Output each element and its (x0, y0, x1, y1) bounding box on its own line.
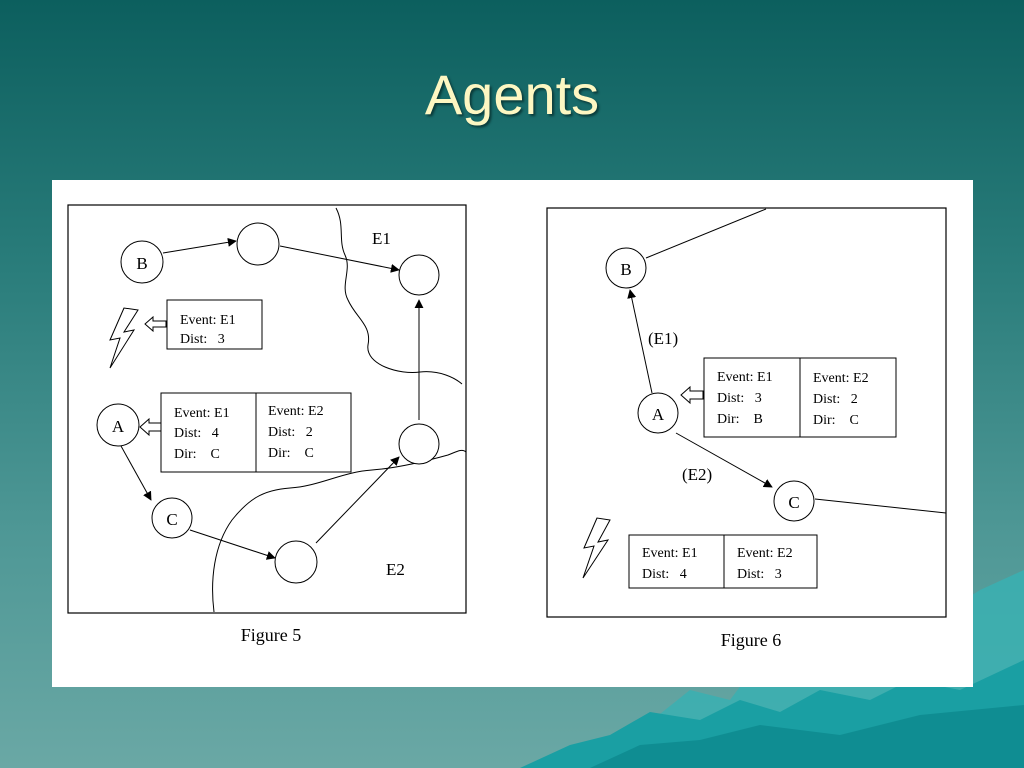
edge-b-to-n1 (162, 237, 237, 254)
small-event-table (166, 299, 263, 350)
figure-5-frame (67, 204, 467, 614)
mountain-shade (590, 705, 1024, 768)
node-a (96, 403, 140, 447)
agent-table-c1-dir: Dir: B (717, 412, 763, 427)
edge-a-to-c (120, 445, 152, 501)
bottom-event-table (628, 534, 818, 589)
edge-a-to-b (627, 289, 653, 394)
node-4 (398, 423, 440, 465)
region-label-e1: E1 (372, 229, 391, 248)
hollow-arrow-icon (139, 417, 162, 437)
node-a (637, 392, 679, 434)
node-c (773, 480, 815, 522)
agent-table-c2-event: Event: E2 (813, 371, 869, 386)
edge-label-e2: (E2) (682, 465, 712, 484)
node-3 (274, 540, 318, 584)
edge-c-outgoing (814, 498, 947, 514)
agent-table-c2-dist: Dist: 2 (268, 425, 313, 440)
bottom-table-c1-event: Event: E1 (642, 546, 698, 561)
edge-n1-to-n2 (279, 245, 400, 273)
node-c (151, 497, 193, 539)
figure-6-caption: Figure 6 (721, 630, 782, 650)
edge-n3-to-n4 (315, 456, 400, 544)
region-boundary-e2 (212, 449, 467, 613)
figure-5-caption: Figure 5 (241, 625, 302, 645)
node-b-label: B (136, 254, 147, 273)
node-2 (398, 254, 440, 296)
edge-c-to-n3 (189, 529, 276, 560)
node-b (120, 240, 164, 284)
agent-table-c2-dir: Dir: C (813, 413, 859, 428)
agent-table-c2-event: Event: E2 (268, 404, 324, 419)
agent-table-c2-dist: Dist: 2 (813, 392, 858, 407)
node-b (605, 247, 647, 289)
agent-table-c1-dist: Dist: 4 (174, 426, 219, 441)
node-b-label: B (620, 260, 631, 279)
figures-svg: B A C E1 E2 Event: E1 Dist: 3 Eve (67, 204, 947, 650)
figure-6-frame (546, 207, 947, 618)
lightning-icon (109, 307, 139, 369)
lightning-icon (582, 517, 611, 579)
hollow-arrow-icon (680, 385, 704, 405)
slide-title: Agents (424, 63, 600, 126)
figure-5: B A C E1 E2 Event: E1 Dist: 3 Eve (67, 204, 467, 645)
bottom-table-c1-dist: Dist: 4 (642, 567, 687, 582)
node-1 (236, 222, 280, 266)
bottom-table-c2-event: Event: E2 (737, 546, 793, 561)
agent-table-c1-event: Event: E1 (174, 406, 230, 421)
node-c-label: C (788, 493, 799, 512)
edge-a-to-c (675, 432, 773, 488)
agent-table-c1-dist: Dist: 3 (717, 391, 762, 406)
hollow-arrow-icon (144, 315, 167, 333)
figure-panel: B A C E1 E2 Event: E1 Dist: 3 Eve (52, 180, 973, 687)
small-table-dist: Dist: 3 (180, 332, 225, 347)
figure-6: B A C (E1) (E2) Event: E1 Dist: 3 Dir: B… (546, 207, 947, 650)
agent-table-c1-dir: Dir: C (174, 447, 220, 462)
node-c-label: C (166, 510, 177, 529)
node-a-label: A (652, 405, 665, 424)
small-table-event: Event: E1 (180, 313, 236, 328)
bottom-table-c2-dist: Dist: 3 (737, 567, 782, 582)
agent-table-c2-dir: Dir: C (268, 446, 314, 461)
node-a-label: A (112, 417, 125, 436)
agent-table-c1-event: Event: E1 (717, 370, 773, 385)
edge-label-e1: (E1) (648, 329, 678, 348)
edge-b-outgoing (645, 208, 767, 259)
region-boundary-e1 (335, 207, 463, 385)
region-label-e2: E2 (386, 560, 405, 579)
